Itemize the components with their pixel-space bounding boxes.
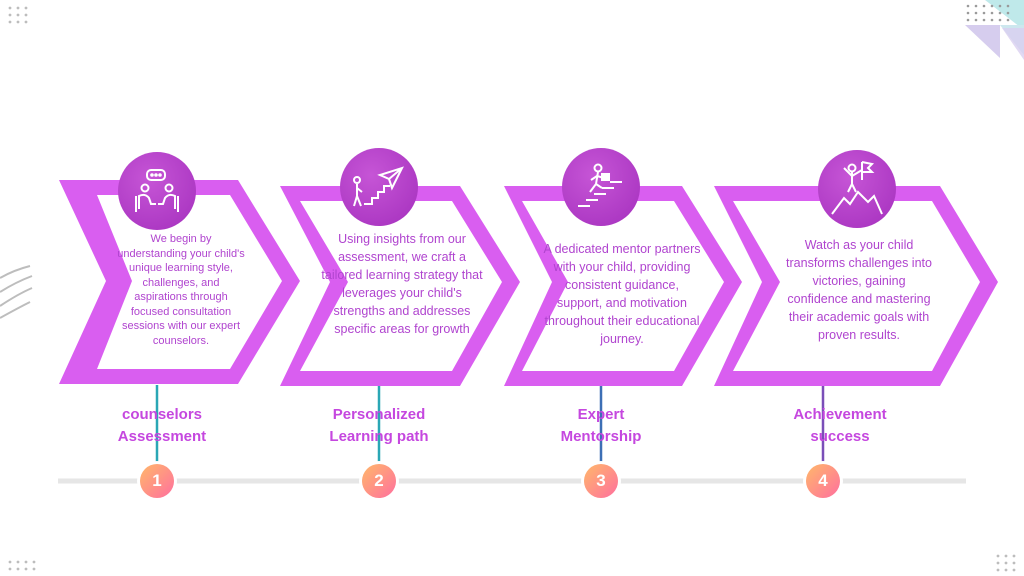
chevron-step-4 xyxy=(714,186,998,386)
dot-grid-bottom-left xyxy=(8,560,36,571)
dot-grid-top-right xyxy=(966,4,1010,22)
dot-grid-top-left xyxy=(8,6,28,24)
step-3-number-badge: 3 xyxy=(584,464,618,498)
stairs-paper-plane-icon xyxy=(340,148,418,226)
step-4-title-line-1: Achievement xyxy=(793,406,887,423)
step-1-title-line-1: counselors xyxy=(121,406,203,423)
consultation-icon xyxy=(118,152,196,230)
step-3-title-line-1: Expert xyxy=(577,406,625,423)
wavy-lines-left xyxy=(0,265,33,319)
triangle-decoration-top-right xyxy=(965,0,1024,60)
step-1-title: counselors Assessment xyxy=(82,404,242,448)
step-2-title: Personalized Learning path xyxy=(299,404,459,448)
step-2-title-line-1: Personalized xyxy=(332,406,426,423)
step-4-title: Achievement success xyxy=(760,404,920,448)
step-3-title-line-2: Mentorship xyxy=(560,428,642,445)
step-2-title-line-2: Learning path xyxy=(329,428,429,445)
step-1-description: We begin by understanding your child's u… xyxy=(117,233,245,347)
step-2-description: Using insights from our assessment, we c… xyxy=(321,232,483,336)
step-4-description: Watch as your child transforms challenge… xyxy=(786,238,932,342)
chevron-step-1 xyxy=(59,180,300,384)
step-3-description: A dedicated mentor partners with your ch… xyxy=(543,242,701,346)
step-4-number-badge: 4 xyxy=(806,464,840,498)
climbing-stairs-icon xyxy=(562,148,640,226)
dot-grid-bottom-right xyxy=(996,554,1016,572)
step-1-number-badge: 1 xyxy=(140,464,174,498)
summit-flag-icon xyxy=(818,150,896,228)
chevron-step-3 xyxy=(504,186,742,386)
step-3-title: Expert Mentorship xyxy=(521,404,681,448)
step-4-title-line-2: success xyxy=(810,428,870,445)
step-2-number-badge: 2 xyxy=(362,464,396,498)
step-1-title-line-2: Assessment xyxy=(117,428,207,445)
